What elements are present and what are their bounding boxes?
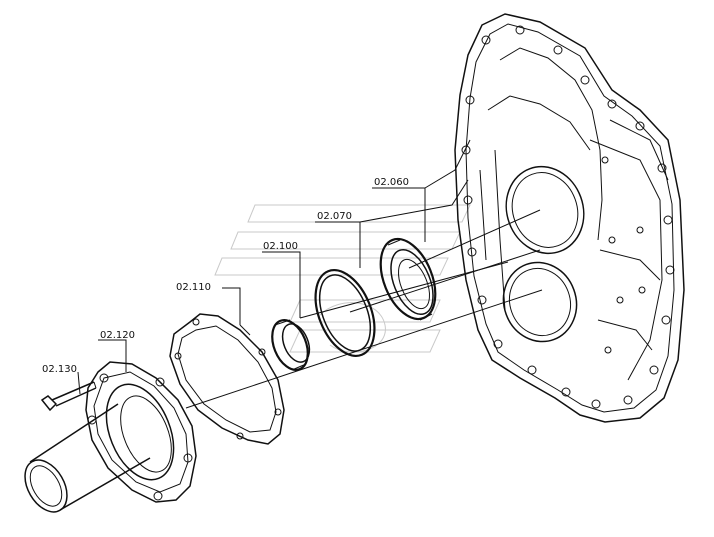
part-02070-o-ring — [314, 269, 376, 357]
part-02060-shaft-seal — [379, 237, 437, 321]
part-02100-seal-ring — [271, 319, 311, 371]
leader-lines — [77, 139, 543, 409]
housing-bolt-holes — [461, 25, 675, 409]
part-02120-cover — [24, 361, 197, 513]
label-02110: 02.110 — [176, 282, 211, 293]
label-02130: 02.130 — [42, 364, 77, 375]
label-02070: 02.070 — [317, 211, 352, 222]
part-02130-bolt — [40, 381, 97, 412]
label-02120: 02.120 — [100, 330, 135, 341]
gearbox-housing — [454, 13, 685, 423]
part-02110-gasket — [169, 313, 285, 445]
label-02100: 02.100 — [263, 241, 298, 252]
label-02060: 02.060 — [374, 177, 409, 188]
watermark-logo — [214, 204, 471, 353]
